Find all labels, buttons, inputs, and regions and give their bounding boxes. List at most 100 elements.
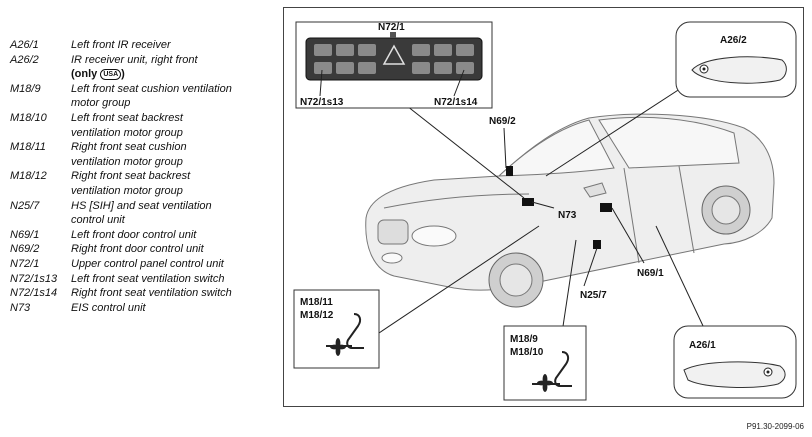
car-door-line — [623, 165, 695, 264]
leader-line-a26-1 — [655, 225, 705, 329]
label-n25-7: N25/7 — [580, 290, 607, 301]
ir-receiver-housing-right — [691, 56, 787, 84]
fan-icon — [537, 374, 553, 392]
legend-code: M18/12 — [10, 170, 47, 183]
legend-code: M18/11 — [10, 141, 46, 154]
legend-desc: Left front seat backrest — [71, 111, 183, 124]
legend-row: N25/7 HS [SIH] and seat ventilation contro… — [10, 199, 280, 228]
legend-desc-line2: ventilation motor group — [71, 155, 183, 168]
legend-code: M18/10 — [10, 111, 47, 124]
ir-receiver-sensor-dot — [702, 67, 706, 71]
n73-unit — [522, 198, 534, 206]
vehicle-diagram: N72/1 N72/1s13 N72/1s14 A26/2 M18/11 M18… — [293, 21, 797, 401]
legend-row: N69/1 Left front door control unit — [10, 228, 280, 243]
label-n69-2: N69/2 — [489, 116, 516, 127]
leader-line-m18-9 — [561, 239, 577, 334]
legend-code: N69/1 — [10, 228, 40, 241]
legend-code: N72/1 — [10, 257, 40, 270]
legend-desc: Left front seat ventilation switch — [71, 272, 225, 285]
figure-reference: P91.30-2099-06 — [746, 422, 804, 431]
n72-1-connector — [390, 32, 396, 38]
car-fog-light — [381, 252, 403, 264]
n25-7-unit — [593, 240, 601, 249]
legend-row: N72/1s14 Right front seat ventilation swi… — [10, 286, 280, 301]
legend-desc: Right front seat ventilation switch — [71, 287, 232, 300]
legend-code: N72/1s14 — [10, 287, 58, 300]
car-headlight — [411, 225, 457, 247]
label-n72-1s13: N72/1s13 — [300, 97, 344, 108]
usa-badge: USA — [100, 69, 122, 81]
panel-button — [358, 62, 376, 74]
panel-button — [336, 62, 354, 74]
car-rear-wheel-hub — [711, 195, 741, 225]
legend-code: A26/2 — [10, 53, 39, 66]
car-front-wheel-hub — [499, 263, 533, 297]
seat-icon — [346, 313, 364, 349]
leader-line-n73 — [531, 201, 555, 209]
leader-line-m18-11 — [378, 225, 540, 334]
leader-line-n25-7 — [583, 247, 598, 287]
label-a26-1: A26/1 — [689, 340, 716, 351]
car-windshield — [497, 119, 615, 177]
inset-a26-1: A26/1 — [673, 325, 797, 399]
inset-m18-11-12-frame — [293, 289, 380, 369]
legend-desc: IR receiver unit, right front — [71, 53, 198, 66]
legend-desc: Right front door control unit — [71, 243, 204, 256]
fan-icon — [330, 338, 346, 356]
legend-code: A26/1 — [10, 39, 39, 51]
panel-button — [358, 44, 376, 56]
legend-desc-line2: control unit — [71, 214, 125, 227]
panel-button — [336, 44, 354, 56]
legend-desc-line2: ventilation motor group — [71, 184, 183, 197]
legend-desc: Left front door control unit — [71, 228, 197, 241]
legend-desc: Left front IR receiver — [71, 39, 171, 51]
legend-code: N25/7 — [10, 199, 40, 212]
hazard-warning-icon — [382, 44, 406, 65]
legend-desc: Right front seat backrest — [71, 170, 191, 183]
legend-desc: Left front seat cushion ventilation — [71, 82, 232, 95]
label-n72-1s14: N72/1s14 — [434, 97, 478, 108]
panel-button — [412, 62, 430, 74]
legend-row: A26/1 Left front IR receiver — [10, 38, 280, 53]
legend-desc-line2: motor group — [71, 97, 131, 110]
car-grille — [377, 219, 409, 245]
inset-m18-9-10: M18/9 M18/10 — [503, 325, 587, 401]
label-m18-10: M18/10 — [510, 347, 544, 358]
label-n69-1: N69/1 — [637, 268, 664, 279]
legend-desc: Upper control panel control unit — [71, 257, 224, 270]
leader-line-n72-1s13 — [319, 69, 323, 97]
control-panel — [305, 37, 483, 81]
leader-line-n69-1 — [611, 207, 645, 264]
legend-desc: HS [SIH] and seat ventilation — [71, 199, 212, 212]
car-illustration — [365, 113, 775, 308]
legend: A26/1 Left front IR receiver A26/2 IR rece… — [10, 38, 280, 315]
panel-button — [434, 44, 452, 56]
legend-code: N69/2 — [10, 243, 40, 256]
panel-button — [314, 44, 332, 56]
n69-2-unit — [506, 166, 513, 176]
legend-code: N72/1s13 — [10, 272, 58, 285]
label-m18-9: M18/9 — [510, 334, 538, 345]
leader-line-a26-2 — [545, 82, 690, 177]
ir-receiver-sensor-dot — [766, 370, 770, 374]
panel-button — [434, 62, 452, 74]
inset-control-panel: N72/1 N72/1s13 N72/1s14 — [295, 21, 493, 109]
legend-row: N72/1s13 Left front seat ventilation swit… — [10, 272, 280, 287]
leader-lines — [378, 82, 705, 334]
leader-line-n72-1 — [406, 105, 525, 199]
legend-desc: Right front seat cushion — [71, 141, 187, 154]
panel-button — [456, 62, 474, 74]
label-m18-11: M18/11 — [300, 297, 333, 308]
panel-button — [412, 44, 430, 56]
diagram-frame: N72/1 N72/1s13 N72/1s14 A26/2 M18/11 M18… — [283, 7, 804, 407]
n69-1-unit — [600, 203, 612, 212]
panel-button — [456, 44, 474, 56]
car-side-windows — [598, 116, 740, 169]
legend-code: N73 — [10, 301, 31, 314]
seat-icon — [554, 351, 572, 387]
